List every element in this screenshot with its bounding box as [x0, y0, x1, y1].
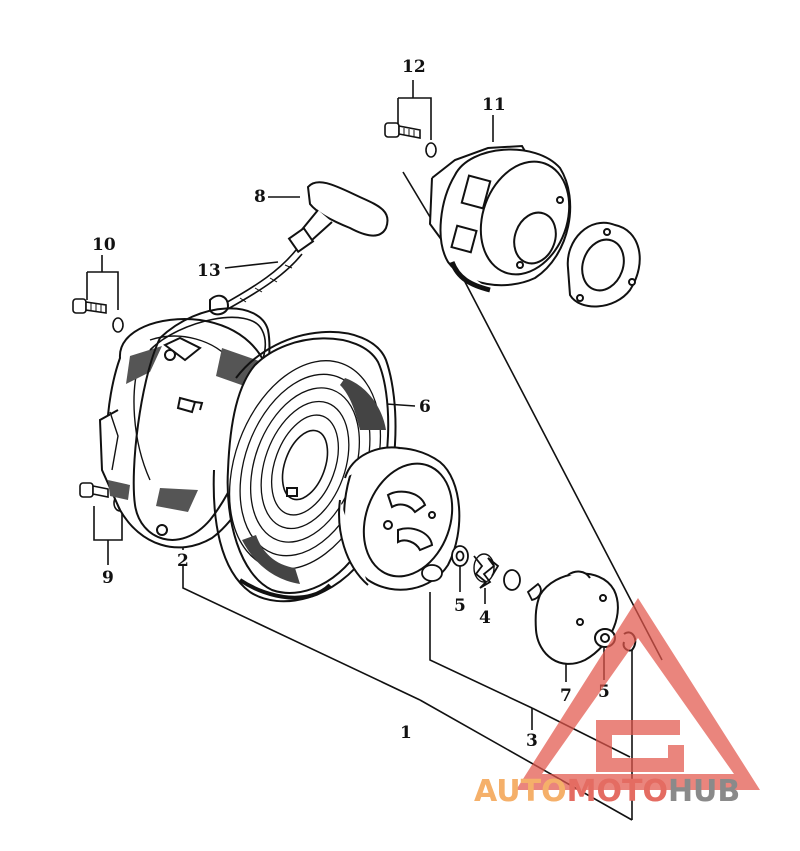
callout-6: 6	[419, 397, 431, 417]
callout-11: 11	[482, 95, 506, 115]
callout-8: 8	[254, 187, 266, 207]
callout-labels: 12 11 8 10 13 6 2 9 5 4 7 5 1 3	[92, 57, 610, 751]
callout-9: 9	[102, 568, 114, 588]
part-10-bolt	[72, 298, 124, 333]
watermark-logo	[516, 598, 760, 790]
callout-3: 3	[526, 731, 538, 751]
callout-10: 10	[92, 235, 116, 255]
part-11-cup	[428, 144, 572, 293]
gasket-ring	[132, 307, 271, 541]
callout-5b: 5	[598, 682, 610, 702]
part-3-pulley	[338, 446, 461, 591]
small-ring	[503, 569, 542, 602]
part-12-bolt	[384, 122, 437, 158]
adaptor-plate	[566, 221, 641, 308]
callout-12: 12	[402, 57, 426, 77]
watermark-inner-mark	[596, 720, 684, 772]
watermark-hub: HUB	[668, 774, 740, 809]
callout-2: 2	[177, 551, 189, 571]
watermark-text: AUTOMOTOHUB	[474, 774, 740, 809]
watermark-auto: AUTO	[474, 774, 567, 809]
callout-1: 1	[400, 723, 412, 743]
watermark-moto: MOTO	[567, 774, 668, 809]
part-5-washer-left	[421, 545, 469, 582]
callout-13: 13	[197, 261, 221, 281]
part-13-rope	[221, 249, 303, 311]
callout-7: 7	[560, 686, 572, 706]
watermark-triangle	[516, 598, 760, 790]
callout-4: 4	[479, 608, 491, 628]
part-8-handle	[287, 181, 389, 254]
callout-5a: 5	[454, 596, 466, 616]
part-4-spring	[473, 553, 500, 589]
